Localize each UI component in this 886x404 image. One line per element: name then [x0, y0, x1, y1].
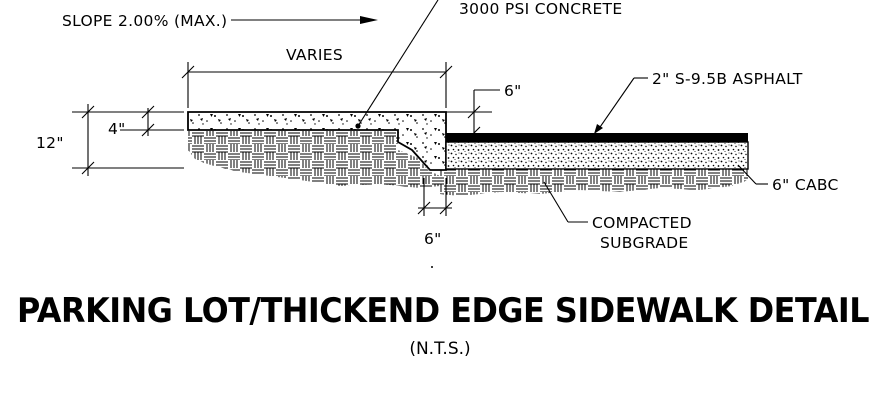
- label-subgrade: SUBGRADE: [600, 234, 688, 252]
- label-concrete: 3000 PSI CONCRETE: [459, 0, 622, 18]
- label-compacted: COMPACTED: [592, 214, 692, 232]
- label-six-bottom: 6": [424, 230, 442, 248]
- concrete-sidewalk: [187, 111, 447, 171]
- label-varies: VARIES: [286, 46, 343, 64]
- asphalt-layer: [446, 133, 748, 142]
- cabc-layer: [445, 141, 749, 170]
- drawing-title: PARKING LOT/THICKEND EDGE SIDEWALK DETAI…: [17, 291, 869, 331]
- label-twelve: 12": [36, 134, 64, 152]
- label-asphalt: 2" S-9.5B ASPHALT: [652, 70, 803, 88]
- label-slope: SLOPE 2.00% (MAX.): [62, 12, 227, 30]
- label-cabc: 6" CABC: [772, 176, 839, 194]
- subgrade-under-sidewalk: [188, 131, 440, 188]
- label-four: 4": [108, 120, 126, 138]
- subgrade-under-asphalt: [440, 168, 748, 196]
- drawing-subtitle: (N.T.S.): [409, 339, 470, 359]
- label-six-top: 6": [504, 82, 522, 100]
